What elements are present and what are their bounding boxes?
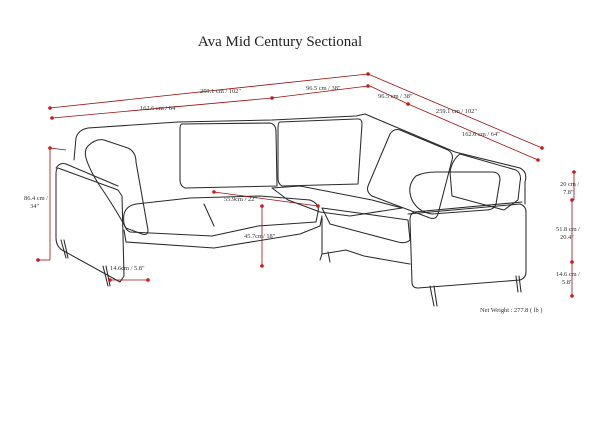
dim-line-height-top [49,147,67,151]
label-overall-height: 86.4 cm / 34" [24,195,50,210]
dim-line-corner-top [271,85,369,99]
label-arm-height-line1: 51.8 cm / [556,226,580,233]
diagram-title: Ava Mid Century Sectional [197,34,363,50]
dim-line-total-right [367,73,543,149]
dim-dot [260,264,264,268]
dim-dot [570,294,574,298]
dim-dot [48,146,52,150]
label-seat-height: 45.7cm/ 18" [244,233,276,240]
right-leg-front [429,285,438,307]
label-corner-width-top: 96.5 cm / 38" [306,85,341,92]
back-top-edge [73,113,527,205]
right-leg-back [515,275,522,293]
dim-dot [48,106,52,110]
label-left-section-width: 162.6 cm / 64" [140,105,178,112]
dim-line-right-section [407,103,539,161]
label-leg-height-left: 14.6cm / 5.8" [110,265,145,272]
dim-line-seat-depth [213,191,319,207]
sofa-outline [55,113,527,307]
middle-seat-cushion [271,185,403,217]
dim-dot [570,198,574,202]
right-pillow [409,171,501,215]
dim-dot [572,170,576,174]
label-leg-height-right-line2: 5.8" [562,279,573,286]
dim-dot [536,158,540,162]
left-seat-base [123,215,323,249]
label-right-section-width: 162.6 cm / 64" [462,131,500,138]
dim-dot [570,260,574,264]
left-pillow [84,139,149,236]
dim-dot [108,278,112,282]
label-corner-width-right: 96.5 cm / 38" [378,93,413,100]
dim-dot [50,116,54,120]
back-cushion-right [449,153,522,211]
label-seat-depth: 55.9cm / 22" [224,196,257,203]
left-arm [55,162,125,283]
back-cushion-middle [277,118,363,187]
dim-line-left-section [51,97,273,119]
dim-dot [366,84,370,88]
dimension-labels: 259.1 cm / 102" 162.6 cm / 64" 96.5 cm /… [24,85,582,314]
dim-dot [212,190,216,194]
dim-dot [316,204,320,208]
back-cushion-corner [366,128,454,220]
dim-dot [146,278,150,282]
dim-line-corner-right [369,85,409,105]
dim-dot [260,204,264,208]
label-overall-height-line2: 34" [30,203,39,210]
label-arm-width: 20 cm / 7.8" [560,181,581,196]
label-arm-height: 51.8 cm / 20.4" [556,226,582,241]
right-arm [407,201,527,289]
net-weight: Net Weight : 277.8 ( lb ) [480,307,542,314]
label-arm-width-line1: 20 cm / [560,181,579,188]
label-arm-height-line2: 20.4" [560,234,574,241]
right-seat-base [319,217,411,265]
label-leg-height-right: 14.6 cm / 5.8" [556,271,582,286]
left-leg-front [102,265,111,287]
label-leg-height-right-line1: 14.6 cm / [556,271,580,278]
right-seat-cushion [321,207,411,244]
left-leg-back [60,239,69,259]
dimension-lines [36,72,576,298]
dim-dot [540,146,544,150]
label-overall-height-line1: 86.4 cm / [24,195,48,202]
label-total-width-left: 259.1 cm / 102" [200,88,241,95]
dim-line-total-left [49,73,369,109]
back-cushion-left [179,122,278,189]
label-arm-width-line2: 7.8" [563,189,574,196]
label-total-width-right: 259.1 cm / 102" [436,108,477,115]
